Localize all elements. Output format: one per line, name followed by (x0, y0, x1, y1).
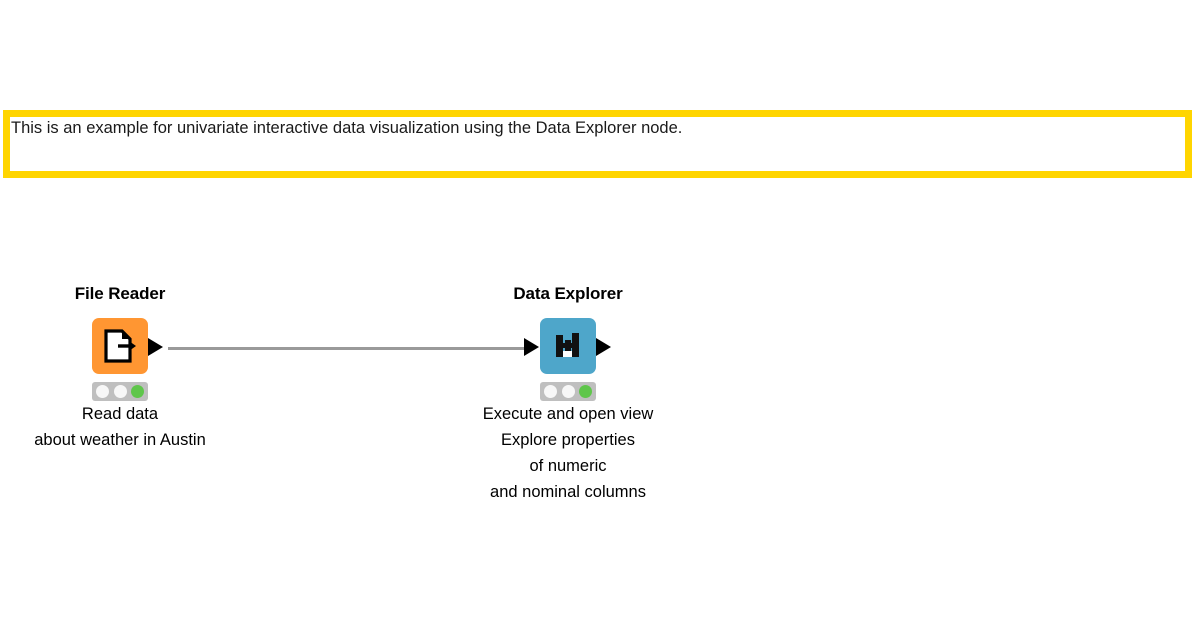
node-file-reader-body[interactable] (20, 318, 220, 401)
node-data-explorer[interactable]: Data Explorer Execute and op (468, 284, 668, 505)
workflow-annotation[interactable]: This is an example for univariate intera… (3, 110, 1192, 178)
status-light-executed (130, 385, 144, 398)
status-light-executed (578, 385, 592, 398)
status-light-idle-1 (96, 385, 110, 398)
workflow-annotation-text: This is an example for univariate intera… (11, 119, 683, 137)
node-file-reader-title: File Reader (74, 284, 166, 303)
output-port-triangle-icon[interactable] (148, 338, 163, 356)
file-reader-icon[interactable] (92, 318, 148, 374)
node-data-explorer-title: Data Explorer (513, 284, 623, 303)
node-data-explorer-body[interactable] (468, 318, 668, 401)
node-data-explorer-status-bar (540, 382, 596, 401)
status-light-idle-1 (544, 385, 558, 398)
node-file-reader[interactable]: File Reader Read data about weather (20, 284, 220, 453)
output-port-triangle-icon[interactable] (596, 338, 611, 356)
status-light-idle-2 (113, 385, 127, 398)
node-file-reader-status-bar (92, 382, 148, 401)
data-explorer-icon[interactable] (540, 318, 596, 374)
status-light-idle-2 (561, 385, 575, 398)
node-data-explorer-description: Execute and open view Explore properties… (482, 405, 654, 501)
input-port-triangle-icon[interactable] (524, 338, 539, 356)
node-file-reader-description: Read data about weather in Austin (34, 405, 206, 449)
connection-file-reader-to-data-explorer[interactable] (168, 347, 533, 350)
